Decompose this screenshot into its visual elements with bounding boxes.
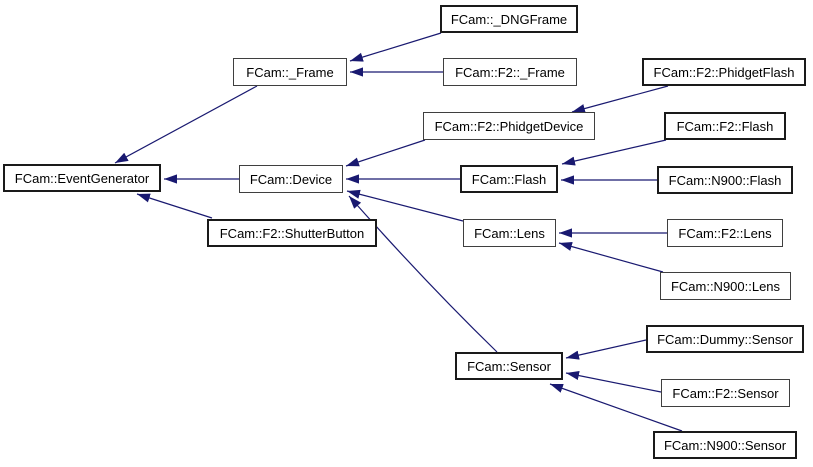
class-node-device[interactable]: FCam::Device (239, 165, 343, 193)
class-node-event-generator[interactable]: FCam::EventGenerator (3, 164, 161, 192)
class-node-n900-sensor[interactable]: FCam::N900::Sensor (653, 431, 797, 459)
class-node-label: FCam::Device (249, 171, 333, 187)
inheritance-edge-phidget-device-to-device (345, 139, 426, 167)
class-node-f2-flash[interactable]: FCam::F2::Flash (664, 112, 786, 140)
class-node-frame[interactable]: FCam::_Frame (233, 58, 347, 86)
class-node-label: FCam::Dummy::Sensor (657, 331, 793, 347)
class-node-sensor[interactable]: FCam::Sensor (455, 352, 563, 380)
class-node-label: FCam::F2::ShutterButton (219, 225, 365, 241)
class-node-dng-frame[interactable]: FCam::_DNGFrame (440, 5, 578, 33)
class-node-label: FCam::F2::PhidgetDevice (434, 118, 584, 134)
class-node-label: FCam::F2::Flash (676, 118, 774, 134)
class-node-label: FCam::_Frame (246, 64, 334, 80)
class-node-phidget-device[interactable]: FCam::F2::PhidgetDevice (423, 112, 595, 140)
inheritance-edge-f2-flash-to-flash (561, 139, 667, 166)
class-node-shutter-button[interactable]: FCam::F2::ShutterButton (207, 219, 377, 247)
class-node-label: FCam::F2::_Frame (455, 64, 565, 80)
class-node-phidget-flash[interactable]: FCam::F2::PhidgetFlash (642, 58, 806, 86)
class-node-label: FCam::_DNGFrame (450, 11, 568, 27)
class-node-f2-lens[interactable]: FCam::F2::Lens (667, 219, 783, 247)
class-node-label: FCam::Lens (474, 225, 545, 241)
class-node-n900-lens[interactable]: FCam::N900::Lens (660, 272, 791, 300)
class-node-f2-frame[interactable]: FCam::F2::_Frame (443, 58, 577, 86)
class-node-label: FCam::F2::Sensor (672, 385, 779, 401)
class-node-label: FCam::F2::Lens (678, 225, 772, 241)
class-node-dummy-sensor[interactable]: FCam::Dummy::Sensor (646, 325, 804, 353)
class-node-label: FCam::F2::PhidgetFlash (653, 64, 795, 80)
class-node-lens[interactable]: FCam::Lens (463, 219, 556, 247)
class-node-label: FCam::N900::Sensor (663, 437, 787, 453)
class-node-label: FCam::N900::Flash (668, 172, 782, 188)
inheritance-edge-frame-to-event-generator (114, 85, 258, 164)
class-node-label: FCam::N900::Lens (670, 278, 781, 294)
inheritance-edge-lens-to-device (346, 189, 464, 222)
class-node-label: FCam::Flash (471, 171, 547, 187)
inheritance-edge-dng-frame-to-frame (349, 32, 442, 62)
class-node-label: FCam::Sensor (467, 358, 551, 374)
inheritance-edge-dummy-sensor-to-sensor (565, 339, 647, 360)
inheritance-edge-phidget-flash-to-phidget-device (571, 85, 669, 114)
inheritance-edge-n900-lens-to-lens (558, 242, 664, 273)
class-node-n900-flash[interactable]: FCam::N900::Flash (657, 166, 793, 194)
class-node-f2-sensor[interactable]: FCam::F2::Sensor (661, 379, 790, 407)
class-node-flash[interactable]: FCam::Flash (460, 165, 558, 193)
class-node-label: FCam::EventGenerator (14, 170, 150, 186)
inheritance-edge-shutter-button-to-event-generator (136, 193, 213, 219)
inheritance-edge-f2-sensor-to-sensor (565, 371, 662, 393)
